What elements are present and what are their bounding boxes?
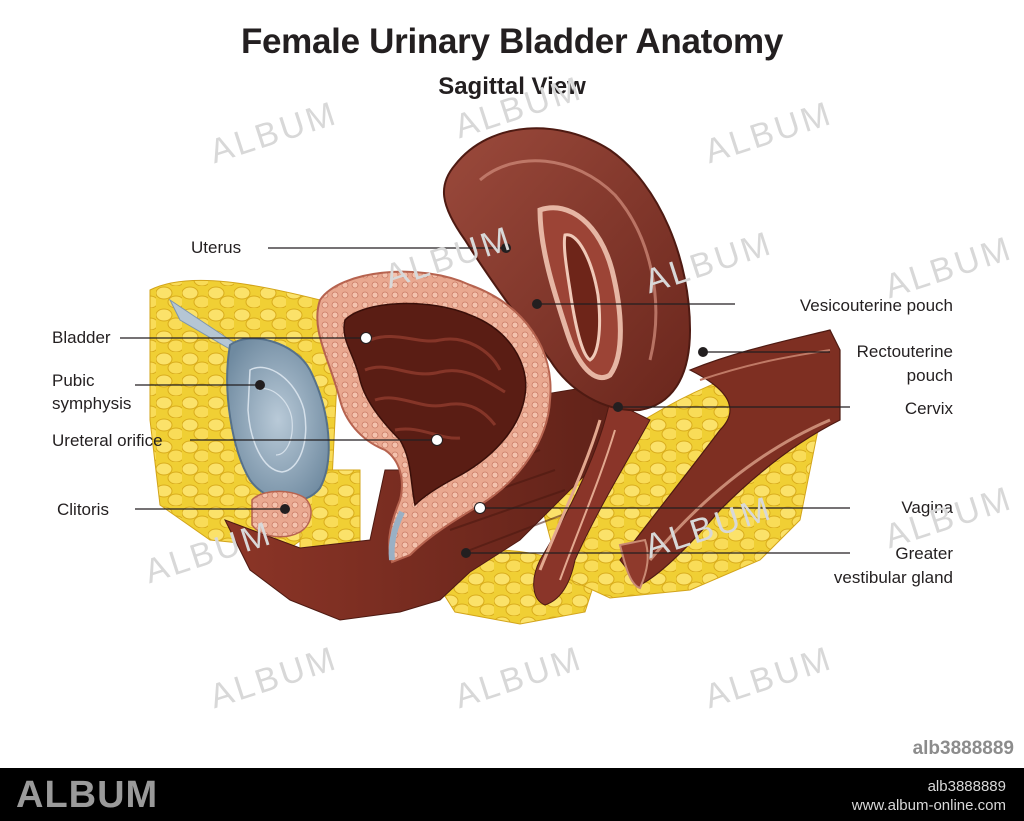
- label-pubic-symphysis-line2: symphysis: [52, 394, 132, 413]
- clitoris-dot: [280, 504, 290, 514]
- uterus-dot: [501, 243, 511, 253]
- label-pubic-symphysis-line1: Pubic: [52, 371, 95, 390]
- vagina-structure: [533, 399, 651, 606]
- image-id: alb3888889: [912, 738, 1014, 759]
- bladder-organ: [316, 270, 552, 564]
- label-rectouterine-pouch-line1: Rectouterine: [856, 342, 953, 361]
- footer-bar: ALBUM alb3888889 www.album-online.com: [0, 768, 1024, 821]
- vagina-dot: [474, 502, 486, 514]
- leader-dots: [255, 243, 708, 558]
- label-greater-vestibular-gland-line2: vestibular gland: [833, 568, 953, 587]
- pubic-symphysis-dot: [255, 380, 265, 390]
- leader-lines: [120, 247, 850, 554]
- label-cervix: Cervix: [904, 399, 953, 418]
- greater-vestibular-gland-dot: [461, 548, 471, 558]
- label-bladder: Bladder: [52, 328, 111, 347]
- footer-url: www.album-online.com: [851, 797, 1006, 814]
- label-clitoris: Clitoris: [57, 500, 109, 519]
- vesicouterine-pouch-dot: [532, 299, 542, 309]
- clitoris-structure: [251, 490, 312, 538]
- bladder-dot: [360, 332, 372, 344]
- label-ureteral-orifice: Ureteral orifice: [52, 431, 163, 450]
- diagram-subtitle: Sagittal View: [438, 73, 586, 100]
- uterus-organ: [442, 127, 692, 412]
- label-vagina: Vagina: [901, 498, 953, 517]
- diagram-title: Female Urinary Bladder Anatomy: [240, 22, 784, 61]
- label-uterus: Uterus: [191, 238, 242, 257]
- label-vesicouterine-pouch: Vesicouterine pouch: [799, 296, 953, 315]
- label-rectouterine-pouch-line2: pouch: [906, 366, 953, 385]
- footer-image-id: alb3888889: [927, 778, 1006, 795]
- ureteral-orifice-dot: [431, 434, 443, 446]
- anatomy-illustration: [120, 127, 850, 625]
- cervix-dot: [613, 402, 623, 412]
- label-greater-vestibular-gland-line1: Greater: [895, 544, 953, 563]
- rectouterine-pouch-dot: [698, 347, 708, 357]
- footer-brand-logo: ALBUM: [16, 774, 159, 816]
